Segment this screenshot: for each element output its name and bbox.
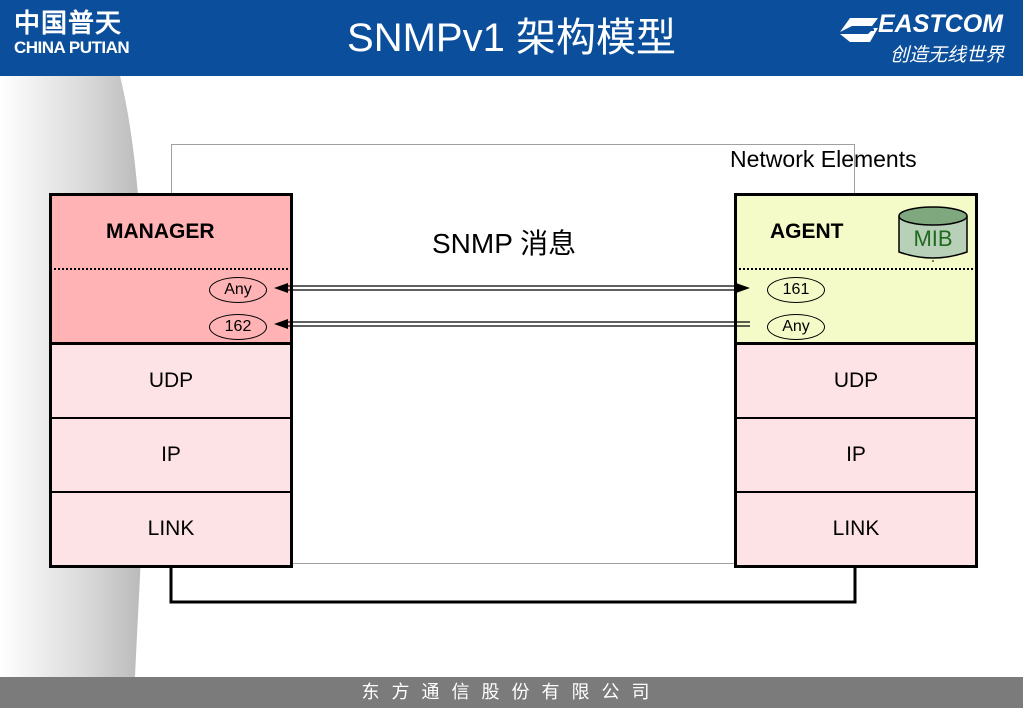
china-putian-logo: 中国普天 CHINA PUTIAN: [14, 9, 130, 58]
manager-stack: MANAGER Any 162 UDP IP LINK: [49, 193, 293, 568]
manager-port-any: Any: [209, 277, 267, 303]
logo-left-en: CHINA PUTIAN: [14, 38, 130, 57]
manager-divider: [54, 268, 288, 270]
arrowhead-left-icon: [274, 319, 288, 329]
mib-database: MIB: [897, 204, 969, 267]
slide-header: 中国普天 CHINA PUTIAN SNMPv1 架构模型 EASTCOM 创造…: [0, 0, 1023, 76]
arrowhead-left-icon: [274, 283, 288, 293]
agent-divider: [739, 268, 973, 270]
agent-title: AGENT: [770, 220, 844, 243]
arrowhead-right-icon: [736, 283, 750, 293]
trap-arrow: [274, 319, 750, 329]
manager-app-layer: MANAGER Any 162: [52, 196, 290, 345]
agent-stack: AGENT MIB 161 Any UDP IP LINK: [734, 193, 978, 568]
manager-title: MANAGER: [106, 220, 215, 243]
logo-right-en: EASTCOM: [878, 10, 1003, 38]
snmp-message-label: SNMP 消息: [432, 228, 577, 259]
agent-layer-ip: IP: [737, 419, 975, 493]
agent-layer-udp: UDP: [737, 345, 975, 419]
mib-label: MIB: [913, 226, 953, 251]
slide-title: SNMPv1 架构模型: [347, 16, 676, 60]
manager-layer-link: LINK: [52, 493, 290, 565]
agent-app-layer: AGENT MIB 161 Any: [737, 196, 975, 345]
manager-port-162: 162: [209, 314, 267, 340]
logo-left-cn: 中国普天: [14, 9, 123, 39]
logo-right-cn: 创造无线世界: [890, 44, 1005, 66]
eastcom-emblem-icon: [840, 18, 878, 42]
footer-company: 东方通信股份有限公司: [0, 677, 1023, 708]
database-icon: [898, 206, 968, 262]
agent-port-161: 161: [767, 277, 825, 303]
manager-layer-udp: UDP: [52, 345, 290, 419]
physical-link-line: [169, 568, 857, 604]
agent-port-any: Any: [767, 314, 825, 340]
request-arrow: [274, 283, 750, 293]
agent-layer-link: LINK: [737, 493, 975, 565]
network-elements-label: Network Elements: [730, 146, 917, 172]
manager-layer-ip: IP: [52, 419, 290, 493]
